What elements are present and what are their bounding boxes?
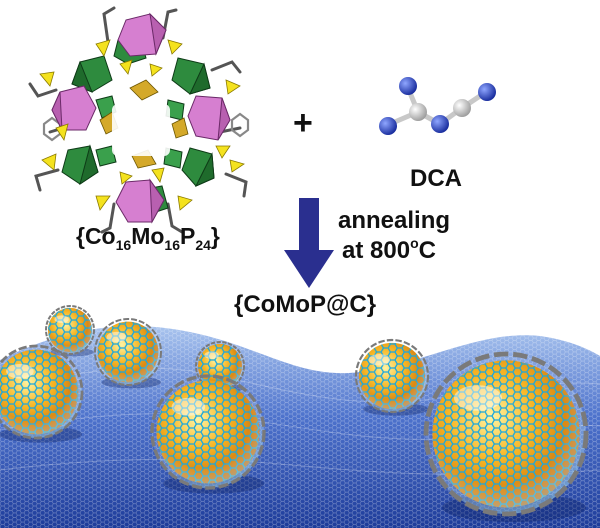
product-label: {CoMoP@C} xyxy=(234,291,376,318)
plus-sign: + xyxy=(293,104,313,142)
nanosphere-2 xyxy=(94,318,162,389)
ligand-label: DCA xyxy=(410,165,462,192)
condition-line-1: annealing xyxy=(338,207,450,234)
nanosphere-7 xyxy=(423,351,589,522)
nanosphere-4 xyxy=(0,344,84,443)
precursor-formula: {Co16Mo16P24} xyxy=(76,223,220,253)
nanosphere-5 xyxy=(354,338,430,416)
nanosphere-6 xyxy=(150,374,266,494)
nanosphere-1 xyxy=(45,305,95,357)
carbon-encapsulated-nanoparticles xyxy=(0,305,589,522)
reaction-arrow-icon xyxy=(284,198,334,288)
polyoxometalate-cluster-icon xyxy=(28,6,250,234)
condition-line-2: at 800oC xyxy=(342,235,436,264)
dicyandiamide-molecule-icon xyxy=(379,77,496,135)
